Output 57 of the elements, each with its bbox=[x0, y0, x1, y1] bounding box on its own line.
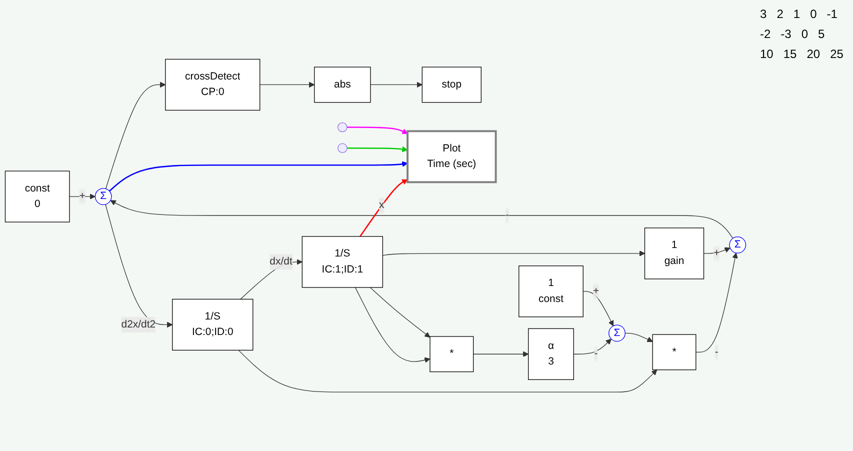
arrow bbox=[473, 351, 529, 357]
axis-tick-label: 0 bbox=[800, 26, 810, 42]
arrow bbox=[382, 250, 646, 256]
axis-tick-label: 25 bbox=[829, 46, 844, 62]
axis-tick-label: 15 bbox=[782, 46, 798, 62]
edge-label: - bbox=[714, 346, 718, 358]
edge-label: d2x/dt2 bbox=[121, 318, 156, 330]
arrow bbox=[354, 286, 430, 363]
node-box: stop bbox=[422, 66, 482, 103]
axis-tick-label: 10 bbox=[759, 46, 774, 62]
node-circle: Σ bbox=[608, 324, 626, 342]
axis-tick-label: -2 bbox=[759, 26, 772, 42]
node-box: 1/S IC:1;ID:1 bbox=[302, 236, 384, 288]
axis-tick-label: -3 bbox=[780, 26, 792, 42]
arrow bbox=[347, 146, 408, 152]
edge-label: - bbox=[506, 209, 510, 221]
node-box: * bbox=[652, 334, 696, 370]
arrow bbox=[582, 290, 614, 326]
arrow bbox=[260, 82, 315, 88]
edge-label: x bbox=[379, 199, 384, 211]
arrow bbox=[240, 258, 302, 300]
axis-tick-label: 3 bbox=[759, 6, 768, 22]
node-box: crossDetect CP:0 bbox=[165, 58, 260, 110]
axis-tick-label: 20 bbox=[806, 46, 822, 62]
node-box: 1 const bbox=[518, 265, 584, 318]
node-box: abs bbox=[314, 66, 371, 103]
edge-label: + bbox=[592, 285, 600, 296]
arrow bbox=[105, 204, 173, 328]
arrow bbox=[370, 286, 430, 338]
node-circle: Σ bbox=[94, 188, 112, 205]
node-box: 1/S IC:0;ID:0 bbox=[172, 298, 254, 350]
node-box: Plot Time (sec) bbox=[406, 130, 497, 183]
arrow bbox=[347, 126, 408, 134]
arrow bbox=[108, 161, 408, 192]
arrow bbox=[238, 350, 658, 392]
edge-label: + bbox=[714, 247, 720, 259]
arrow bbox=[110, 200, 734, 238]
arrow bbox=[105, 82, 166, 189]
arrow bbox=[69, 194, 96, 200]
node-box: α 3 bbox=[528, 328, 574, 380]
node-circle: Σ bbox=[729, 236, 746, 254]
axis-tick-label: 1 bbox=[792, 6, 802, 22]
edge-label: dx/dt bbox=[270, 256, 292, 268]
axis-tick-label: 0 bbox=[809, 6, 818, 22]
arrow bbox=[360, 179, 408, 237]
axis-tick-label: -1 bbox=[826, 6, 838, 22]
edge-label: + bbox=[79, 190, 86, 202]
node-box: * bbox=[430, 336, 474, 372]
arrow bbox=[573, 338, 612, 354]
node-box: const 0 bbox=[4, 170, 70, 222]
arrow bbox=[370, 82, 422, 88]
arrow bbox=[696, 252, 738, 352]
axis-tick-label: 2 bbox=[776, 6, 784, 22]
axis-tick-label: 5 bbox=[817, 26, 826, 42]
edge-label: - bbox=[594, 348, 598, 360]
arrow bbox=[624, 332, 653, 342]
node-box: 1 gain bbox=[644, 227, 704, 280]
